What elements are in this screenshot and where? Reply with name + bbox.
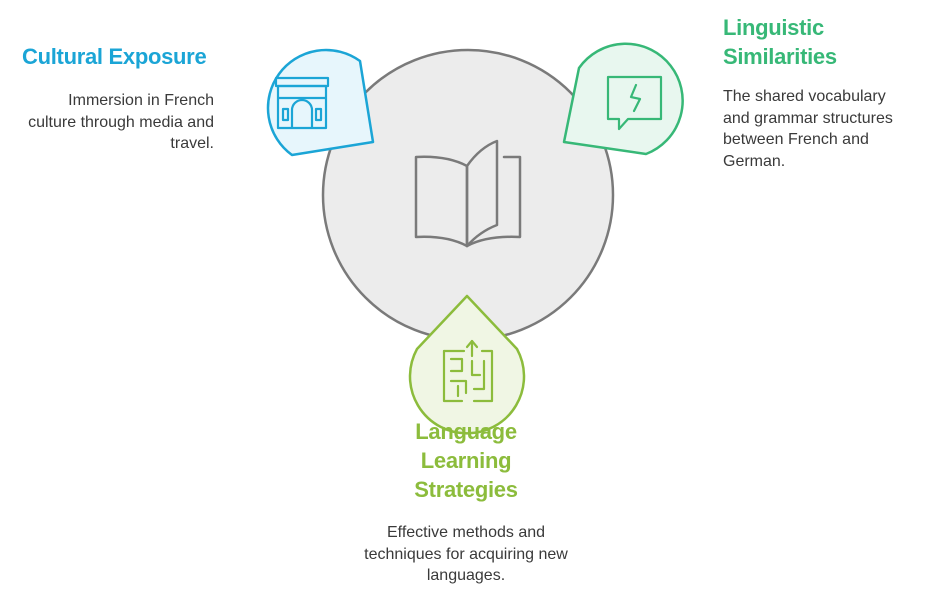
linguistic-node: [562, 42, 684, 156]
cultural-exposure-title: Cultural Exposure: [22, 44, 207, 69]
strategies-teardrop: [408, 294, 526, 435]
language-learning-strategies-description: Effective methods and techniques for acq…: [364, 524, 568, 584]
cultural-exposure-description: Immersion in French culture through medi…: [28, 92, 214, 152]
arch-monument-icon: [274, 76, 330, 130]
strategies-title-text: Language Learning Strategies: [414, 419, 518, 502]
strategies-node: [408, 294, 526, 435]
language-learning-strategies-title: Language Learning Strategies: [366, 417, 566, 504]
linguistic-similarities-description: The shared vocabulary and grammar struct…: [723, 88, 893, 170]
linguistic-title-text: Linguistic Similarities: [723, 15, 837, 69]
linguistic-teardrop: [562, 42, 684, 156]
open-book-icon: [414, 139, 522, 248]
cultural-node: [266, 48, 375, 157]
linguistic-similarities-title: Linguistic Similarities: [723, 13, 923, 71]
maze-icon: [442, 339, 494, 403]
speech-bubble-icon: [606, 75, 663, 131]
cultural-teardrop: [266, 48, 375, 157]
